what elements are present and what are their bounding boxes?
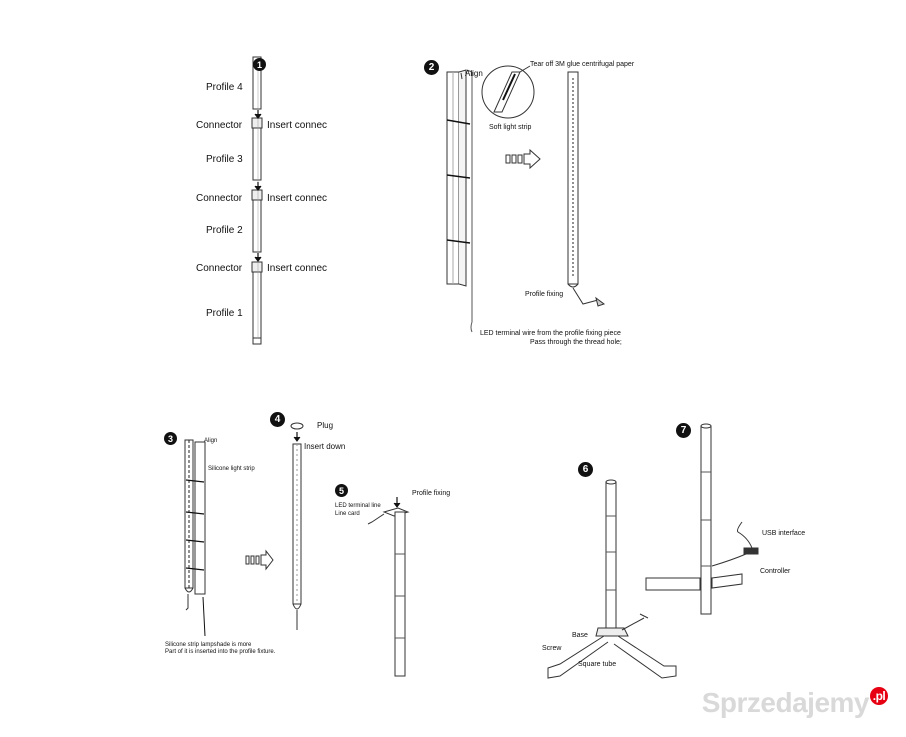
label-led-wire: LED terminal wire from the profile fixin… [480,330,621,337]
label-led-terminal: LED terminal line [335,503,381,509]
step-3-badge: 3 [164,432,177,445]
step-5-badge: 5 [335,484,348,497]
step-4-badge: 4 [270,412,285,427]
connector-c [251,261,263,273]
label-usb: USB interface [762,530,806,537]
step1-profile-stack [251,56,263,345]
connector-b [251,189,263,201]
label-base: Base [572,632,588,639]
label-profile-1: Profile 1 [206,308,243,319]
profile-2 [252,199,262,253]
label-connector-b: Connector [196,193,243,204]
step-6-badge: 6 [578,462,593,477]
step4-profile [290,422,304,630]
step7-floor-stand [645,423,759,615]
zoom-detail-circle [481,65,535,119]
label-controller: Controller [760,568,791,575]
label-note-line2: Part of it is inserted into the profile … [165,649,276,655]
label-plug: Plug [317,421,334,430]
step2-assembled-profile [567,71,606,307]
step2-profile-strip [446,69,473,333]
label-square-tube: Square tube [578,661,617,668]
label-connector-a: Connector [196,120,243,131]
step3-profile [184,439,206,637]
step5-profile [367,497,410,677]
label-thread-hole: Pass through the thread hole; [530,339,622,346]
step1-insert-arrows [254,110,262,262]
label-screw: Screw [542,645,562,652]
step-1-badge: 1 [253,58,266,71]
label-insert-b: Insert connec [267,193,328,204]
profile-4 [252,56,262,110]
step2-direction-arrow [505,148,541,170]
label-align-3: Align [204,438,218,444]
label-profile-2: Profile 2 [206,225,243,236]
label-profile-fixing-2: Profile fixing [525,291,564,298]
step3-direction-arrow [245,549,274,571]
label-line-card: Line card [335,511,360,517]
label-insert-down: Insert down [304,442,346,451]
step-7-badge: 7 [676,423,691,438]
watermark: Sprzedajemy.pl [702,687,888,719]
label-silicone-strip: Silicone light strip [208,466,255,472]
label-soft-strip: Soft light strip [489,124,532,131]
step6-floor-stand [547,479,677,679]
label-connector-c: Connector [196,263,243,274]
label-note-line1: Silicone strip lampshade is more [165,642,252,648]
watermark-text: Sprzedajemy [701,687,870,718]
label-profile-3: Profile 3 [206,154,243,165]
connector-a [251,117,263,129]
watermark-badge: .pl [870,687,888,705]
profile-1 [252,271,262,339]
label-insert-c: Insert connec [267,263,328,274]
label-insert-a: Insert connec [267,120,328,131]
label-tear-off: Tear off 3M glue centrifugal paper [530,61,635,68]
label-profile-4: Profile 4 [206,82,243,93]
profile-3 [252,127,262,181]
step-2-badge: 2 [424,60,439,75]
label-align-2: Align [465,69,483,78]
label-profile-fixing-5: Profile fixing [412,490,451,497]
